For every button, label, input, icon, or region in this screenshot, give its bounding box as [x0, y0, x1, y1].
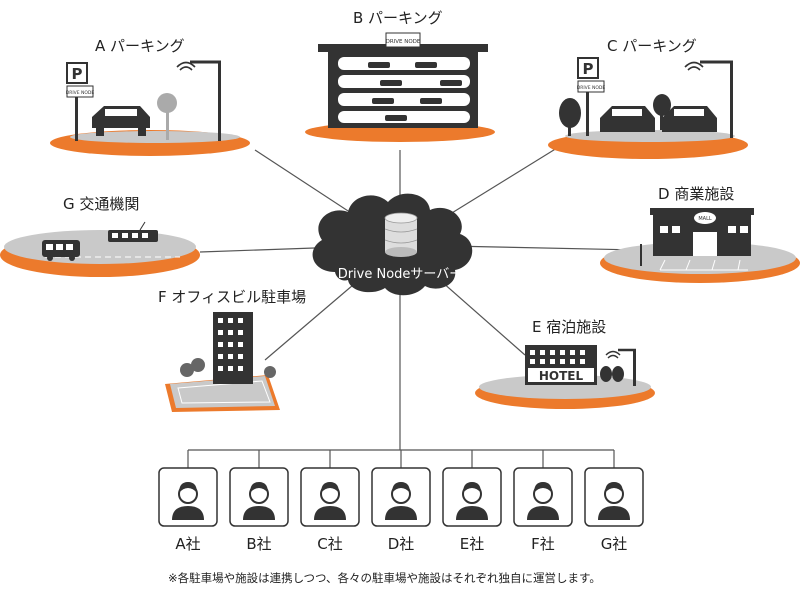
- site-e-label: E 宿泊施設: [532, 318, 607, 336]
- company-label: D社: [387, 535, 415, 553]
- parking-sign-icon: [66, 62, 88, 84]
- company-box: [442, 467, 502, 527]
- street-lamp-icon: [640, 244, 642, 266]
- drive-node-sign: [385, 32, 421, 48]
- wifi-signal-icon: [684, 61, 704, 71]
- company-box: [584, 467, 644, 527]
- database-icon: [384, 212, 418, 257]
- floor-label: B1: [345, 113, 357, 122]
- street-lamp-icon: [730, 62, 733, 138]
- company-label: G社: [600, 535, 628, 553]
- drive-node-server: Drive Nodeサーバー: [312, 193, 473, 296]
- company-label: B社: [246, 535, 272, 553]
- site-d-label: D 商業施設: [658, 185, 735, 203]
- site-a-parking: P DRIVE NODE: [50, 60, 250, 156]
- site-f-label: F オフィスビル駐車場: [158, 288, 307, 306]
- site-f-office: [165, 312, 280, 412]
- site-a-label: A パーキング: [95, 37, 185, 55]
- svg-text:HOTEL: HOTEL: [539, 369, 584, 383]
- operator-person-icon: [527, 482, 559, 520]
- footnote: ※各駐車場や施設は連携しつつ、各々の駐車場や施設はそれぞれ独自に運営します。: [168, 571, 601, 585]
- operator-person-icon: [172, 482, 204, 520]
- train-icon: [108, 221, 158, 242]
- company-label: A社: [175, 535, 201, 553]
- floor-label: +2: [345, 78, 357, 87]
- wifi-signal-icon: [605, 350, 621, 359]
- site-d-mall: MALL: [600, 208, 800, 283]
- floor-label: +3: [345, 60, 357, 69]
- svg-text:MALL: MALL: [698, 216, 712, 222]
- site-g-transit: [0, 221, 200, 277]
- svg-text:DRIVE NODE: DRIVE NODE: [386, 39, 421, 45]
- site-e-hotel: HOTEL: [475, 345, 655, 409]
- tree-icon: [600, 366, 624, 382]
- company-label: E社: [459, 535, 485, 553]
- wifi-signal-icon: [176, 61, 196, 71]
- street-lamp-icon: [218, 63, 221, 141]
- operator-person-icon: [243, 482, 275, 520]
- operator-person-icon: [598, 482, 630, 520]
- svg-text:DRIVE NODE: DRIVE NODE: [66, 90, 95, 96]
- svg-text:P: P: [72, 65, 83, 83]
- company-box: [158, 467, 218, 527]
- server-label: Drive Nodeサーバー: [338, 267, 463, 282]
- parking-sign-icon: [577, 57, 599, 79]
- operator-person-icon: [385, 482, 417, 520]
- company-box: [300, 467, 360, 527]
- parked-cars-icon: [368, 62, 462, 121]
- street-lamp-icon: [633, 350, 636, 386]
- company-label: C社: [317, 535, 343, 553]
- site-b-parking: +3 +2 +1 B1 DRIVE NODE: [305, 32, 495, 142]
- site-b-label: B パーキング: [353, 9, 443, 27]
- car-icon: [600, 106, 717, 132]
- bus-icon: [42, 240, 80, 261]
- company-box: [513, 467, 573, 527]
- svg-text:P: P: [583, 60, 594, 78]
- company-box: [229, 467, 289, 527]
- tree-icon: [559, 94, 671, 136]
- site-g-label: G 交通機関: [63, 195, 140, 213]
- floor-label: +1: [345, 96, 358, 105]
- tree-icon: [180, 358, 276, 378]
- company-box: [371, 467, 431, 527]
- operator-person-icon: [456, 482, 488, 520]
- company-label: F社: [531, 535, 555, 553]
- site-c-label: C パーキング: [607, 37, 697, 55]
- company-operators: [158, 467, 644, 527]
- operator-person-icon: [314, 482, 346, 520]
- office-building: [213, 312, 253, 384]
- svg-text:DRIVE NODE: DRIVE NODE: [577, 85, 606, 91]
- tree-icon: [157, 93, 177, 140]
- site-c-parking: P DRIVE NODE: [548, 57, 748, 159]
- car-icon: [92, 106, 150, 136]
